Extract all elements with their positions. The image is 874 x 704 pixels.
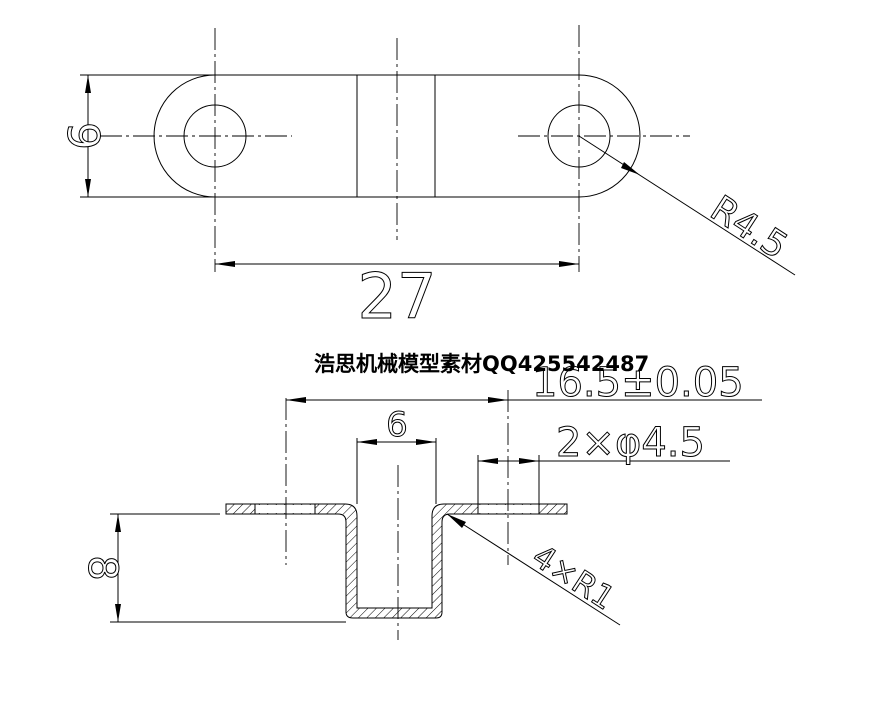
radius-leader — [578, 135, 796, 276]
bent-profile — [225, 503, 568, 619]
watermark-text: 浩思机械模型素材QQ425542487 — [314, 352, 650, 376]
dim-bend-label: 4×R1 — [526, 537, 622, 618]
bend-leader — [446, 513, 621, 626]
dim-holes-label: 2×φ4.5 — [556, 420, 705, 466]
dim-height-label: 9 — [57, 122, 108, 150]
top-view — [80, 25, 796, 276]
dim-overall-label: 16.5±0.05 — [532, 360, 744, 406]
right-hole-section — [478, 505, 539, 513]
dim-depth-label: 8 — [79, 555, 125, 580]
side-view — [110, 390, 762, 640]
dim-length-label: 27 — [358, 260, 437, 333]
dim-radius-label: R4.5 — [703, 188, 794, 267]
dim-inner-label: 6 — [386, 405, 408, 445]
left-hole-section — [255, 505, 315, 513]
